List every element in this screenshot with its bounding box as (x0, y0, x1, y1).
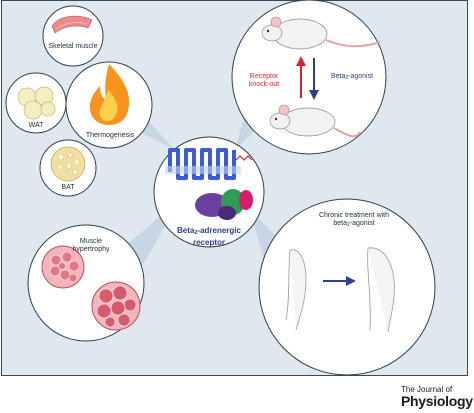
mouse-bottom-icon (269, 104, 361, 138)
receptor-node (153, 136, 265, 248)
wat-label: WAT (28, 122, 44, 129)
thin-leg-icon (285, 249, 307, 331)
hypertrophy-node (27, 224, 145, 342)
knockout-up-arrow (296, 56, 306, 98)
muscle-hypertrophy-label: Muscle hypertrophy (72, 238, 110, 253)
wat-node (5, 72, 67, 134)
skeletal-muscle-node (42, 5, 104, 67)
mouse-top-icon (261, 16, 381, 50)
thermogenesis-label: Thermogenesis (85, 132, 135, 139)
journal-line2: Physiology (401, 393, 473, 409)
chronic-treatment-label: Chronic treatment with beta2-agonist (318, 212, 390, 228)
beta2-agonist-label: Beta2-agonist (330, 73, 374, 81)
membrane (165, 166, 241, 174)
g-protein-gamma (239, 190, 253, 210)
thermogenesis-node (65, 61, 153, 149)
agonist-down-arrow (309, 58, 319, 100)
bat-node (39, 139, 97, 197)
receptor-label: Beta2-adrenergic receptor (177, 226, 241, 247)
mouse-model-node (231, 0, 387, 155)
white-fat-cells-icon (17, 86, 56, 120)
journal-line1: The Journal of (401, 385, 453, 394)
receptor-knockout-label: Receptor knock-out (248, 73, 280, 88)
muscular-leg-icon (367, 247, 395, 333)
skeletal-muscle-label: Skeletal muscle (48, 43, 98, 50)
bat-label: BAT (61, 184, 75, 191)
treatment-arrow (323, 276, 356, 286)
journal-logo: The Journal of Physiology (401, 385, 473, 409)
muscle-icon (51, 15, 93, 34)
chronic-treatment-node (258, 198, 436, 376)
